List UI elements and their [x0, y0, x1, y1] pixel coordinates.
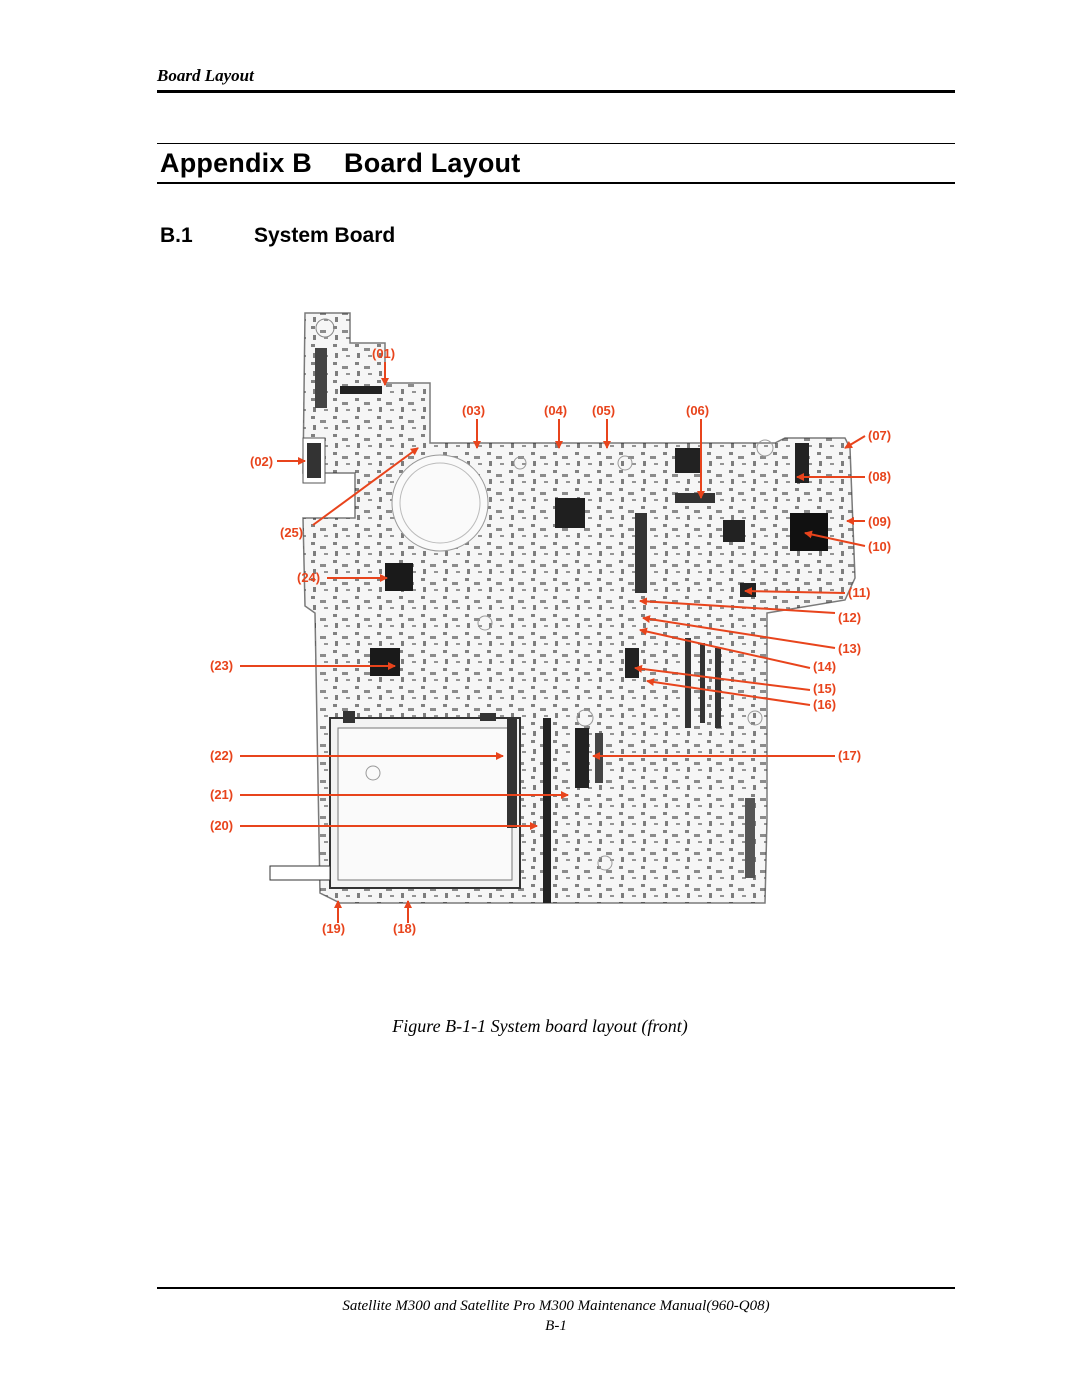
figure-caption: Figure B-1-1 System board layout (front): [392, 1016, 688, 1036]
callout-16: (16): [813, 697, 836, 712]
section-title: B.1 System Board: [160, 224, 395, 248]
running-header: Board Layout: [157, 66, 254, 85]
callout-20: (20): [210, 818, 233, 833]
callout-17: (17): [838, 748, 861, 763]
callout-arrows: [240, 362, 866, 923]
appendix-title: Appendix B Board Layout: [160, 148, 520, 179]
callout-03: (03): [462, 403, 485, 418]
title-rule-top: [157, 143, 955, 144]
page-number: B-1: [545, 1318, 567, 1334]
appendix-heading: Board Layout: [344, 148, 521, 178]
callout-08: (08): [868, 469, 891, 484]
callout-19: (19): [322, 921, 345, 936]
callout-04: (04): [544, 403, 567, 418]
footer: Satellite M300 and Satellite Pro M300 Ma…: [157, 1296, 955, 1336]
section-heading: System Board: [254, 224, 396, 247]
callout-14: (14): [813, 659, 836, 674]
appendix-label: Appendix B: [160, 148, 313, 178]
callout-21: (21): [210, 787, 233, 802]
callout-07: (07): [868, 428, 891, 443]
system-board-figure: (01) (02) (03) (04) (05) (06) (07) (08) …: [210, 312, 891, 936]
callout-10: (10): [868, 539, 891, 554]
callout-05: (05): [592, 403, 615, 418]
header-rule: [157, 90, 955, 93]
callout-labels: (01) (02) (03) (04) (05) (06) (07) (08) …: [210, 346, 891, 936]
callout-15: (15): [813, 681, 836, 696]
callout-23: (23): [210, 658, 233, 673]
callout-06: (06): [686, 403, 709, 418]
callout-22: (22): [210, 748, 233, 763]
callout-01: (01): [372, 346, 395, 361]
title-rule-bottom: [157, 182, 955, 184]
callout-11: (11): [848, 585, 870, 600]
callout-02: (02): [250, 454, 273, 469]
footer-rule: [157, 1287, 955, 1289]
section-number: B.1: [160, 224, 193, 247]
callout-13: (13): [838, 641, 861, 656]
callout-12: (12): [838, 610, 861, 625]
footer-manual-title: Satellite M300 and Satellite Pro M300 Ma…: [342, 1298, 770, 1314]
callout-18: (18): [393, 921, 416, 936]
callout-24: (24): [297, 570, 320, 585]
callout-09: (09): [868, 514, 891, 529]
callout-25: (25): [280, 525, 303, 540]
